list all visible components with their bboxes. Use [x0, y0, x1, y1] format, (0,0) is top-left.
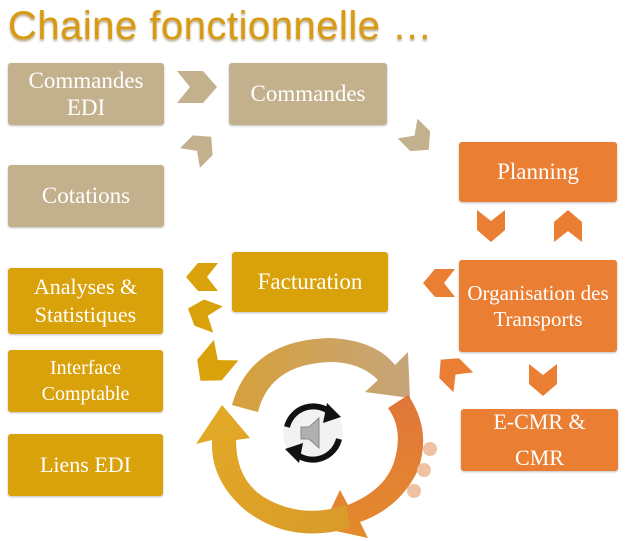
box-planning-label: Planning: [497, 159, 579, 184]
box-commandes-edi-label: Commandes EDI: [28, 68, 144, 120]
box-cotations: Cotations: [8, 165, 164, 227]
chevron-arrow-icon: [477, 210, 505, 242]
box-analyses-label: Analyses & Statistiques: [33, 274, 138, 327]
chevron-arrow-icon: [187, 299, 223, 333]
chevron-arrow-icon: [177, 71, 217, 103]
box-organisation-label: Organisation des Transports: [467, 281, 609, 331]
box-ecmr: E-CMR & CMR: [461, 409, 618, 471]
cycle-arrows-icon: [196, 338, 437, 538]
box-liens-edi: Liens EDI: [8, 434, 163, 496]
chevron-arrow-icon: [423, 269, 455, 297]
box-interface-label: Interface Comptable: [41, 357, 130, 405]
chevron-arrow-icon: [554, 210, 582, 242]
box-facturation: Facturation: [232, 252, 388, 312]
page-title: Chaine fonctionnelle …: [8, 4, 433, 48]
box-commandes-label: Commandes: [250, 81, 366, 106]
chevron-arrow-icon: [439, 358, 474, 393]
box-liens-edi-label: Liens EDI: [39, 452, 132, 477]
box-planning: Planning: [459, 142, 617, 202]
chevron-arrow-icon: [397, 118, 431, 152]
box-commandes: Commandes: [229, 63, 387, 125]
box-commandes-edi: Commandes EDI: [8, 63, 164, 125]
chevron-arrow-icon: [529, 364, 557, 396]
box-ecmr-label: E-CMR & CMR: [493, 409, 586, 470]
box-facturation-label: Facturation: [257, 269, 363, 294]
chevron-arrow-icon: [180, 135, 213, 168]
box-cotations-label: Cotations: [41, 183, 131, 208]
chevron-arrow-icon: [197, 339, 239, 381]
speaker-refresh-icon: [283, 403, 343, 463]
box-organisation: Organisation des Transports: [459, 260, 617, 352]
chevron-arrow-icon: [186, 263, 218, 291]
box-analyses: Analyses & Statistiques: [8, 268, 163, 334]
box-interface: Interface Comptable: [8, 350, 163, 412]
